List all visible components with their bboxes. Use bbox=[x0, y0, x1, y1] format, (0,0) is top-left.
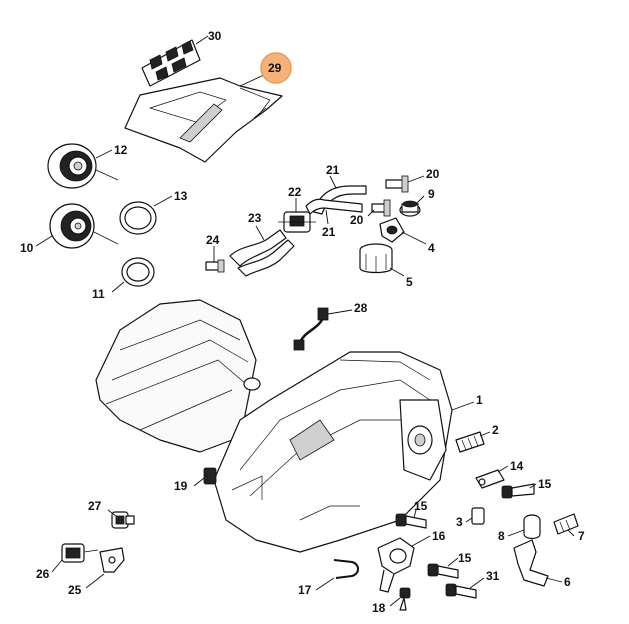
callout-2[interactable]: 2 bbox=[492, 423, 499, 437]
part-8-bushing bbox=[523, 514, 541, 540]
callout-15-middle[interactable]: 15 bbox=[414, 499, 428, 513]
part-19-grommet bbox=[203, 467, 217, 485]
callout-19[interactable]: 19 bbox=[174, 479, 188, 493]
part-25-bracket bbox=[99, 547, 125, 573]
part-1-crankcase bbox=[213, 351, 453, 553]
part-15-screw-middle bbox=[395, 513, 427, 529]
part-4-pickup bbox=[379, 217, 405, 243]
callout-25[interactable]: 25 bbox=[68, 583, 82, 597]
part-13-ring bbox=[119, 201, 157, 235]
part-26-connector bbox=[61, 543, 99, 563]
callout-5[interactable]: 5 bbox=[406, 275, 413, 289]
callout-17[interactable]: 17 bbox=[298, 583, 312, 597]
engine-block-outline bbox=[95, 299, 261, 453]
callout-12[interactable]: 12 bbox=[114, 143, 128, 157]
part-15-screw-right bbox=[501, 483, 535, 499]
callout-10[interactable]: 10 bbox=[20, 241, 34, 255]
part-22-valve bbox=[278, 211, 316, 233]
callout-29-highlight bbox=[260, 52, 292, 84]
callout-21-lower[interactable]: 21 bbox=[322, 225, 336, 239]
callout-20-right[interactable]: 20 bbox=[426, 167, 440, 181]
callout-3[interactable]: 3 bbox=[456, 515, 463, 529]
part-11-ring bbox=[121, 257, 155, 287]
part-24-nipple bbox=[205, 259, 225, 273]
callout-labels: 30 29 12 13 10 11 21 21 20 20 9 22 23 24… bbox=[20, 29, 585, 615]
part-30-warning-decal bbox=[141, 39, 201, 87]
part-16-bracket bbox=[377, 537, 415, 593]
callout-14[interactable]: 14 bbox=[510, 459, 524, 473]
part-20-fitting-lower bbox=[371, 199, 391, 217]
callout-1[interactable]: 1 bbox=[476, 393, 483, 407]
part-10-starter bbox=[49, 203, 119, 249]
part-5-filter bbox=[359, 243, 393, 274]
part-3-sleeve bbox=[471, 507, 485, 525]
part-20-fitting-top bbox=[385, 175, 409, 193]
leader-lines bbox=[35, 35, 575, 607]
callout-24[interactable]: 24 bbox=[206, 233, 220, 247]
part-17-spring-clip bbox=[333, 559, 359, 579]
part-15-screw-lower bbox=[427, 563, 459, 579]
part-23-hose bbox=[229, 229, 295, 277]
callout-8[interactable]: 8 bbox=[498, 529, 505, 543]
part-28-wire bbox=[293, 307, 329, 351]
callout-6[interactable]: 6 bbox=[564, 575, 571, 589]
callout-13[interactable]: 13 bbox=[174, 189, 188, 203]
callout-11[interactable]: 11 bbox=[92, 287, 105, 301]
part-7-stud-bolt bbox=[553, 513, 579, 535]
callout-28[interactable]: 28 bbox=[354, 301, 368, 315]
part-14-bracket bbox=[475, 469, 505, 489]
callout-15-lower[interactable]: 15 bbox=[458, 551, 472, 565]
callout-27[interactable]: 27 bbox=[88, 499, 102, 513]
part-29-shroud-cover bbox=[124, 77, 283, 163]
callout-9[interactable]: 9 bbox=[428, 187, 435, 201]
part-27-fitting bbox=[111, 511, 135, 529]
part-31-screw bbox=[445, 583, 477, 599]
part-6-elbow bbox=[513, 539, 549, 587]
callout-31[interactable]: 31 bbox=[486, 569, 500, 583]
callout-20-left[interactable]: 20 bbox=[350, 213, 364, 227]
part-18-screw bbox=[399, 587, 411, 611]
callout-7[interactable]: 7 bbox=[578, 529, 585, 543]
callout-21-upper[interactable]: 21 bbox=[326, 163, 340, 177]
part-2-stud bbox=[455, 431, 485, 453]
callout-23[interactable]: 23 bbox=[248, 211, 262, 225]
callout-4[interactable]: 4 bbox=[428, 241, 435, 255]
part-21-fuel-hose bbox=[305, 185, 367, 215]
part-9-cap bbox=[399, 200, 421, 217]
callout-16[interactable]: 16 bbox=[432, 529, 446, 543]
callout-30[interactable]: 30 bbox=[208, 29, 222, 43]
callout-22[interactable]: 22 bbox=[288, 185, 302, 199]
callout-26[interactable]: 26 bbox=[36, 567, 50, 581]
part-12-starter bbox=[47, 143, 119, 189]
callout-15-right[interactable]: 15 bbox=[538, 477, 552, 491]
callout-29[interactable]: 29 bbox=[268, 61, 282, 75]
callout-18[interactable]: 18 bbox=[372, 601, 386, 615]
